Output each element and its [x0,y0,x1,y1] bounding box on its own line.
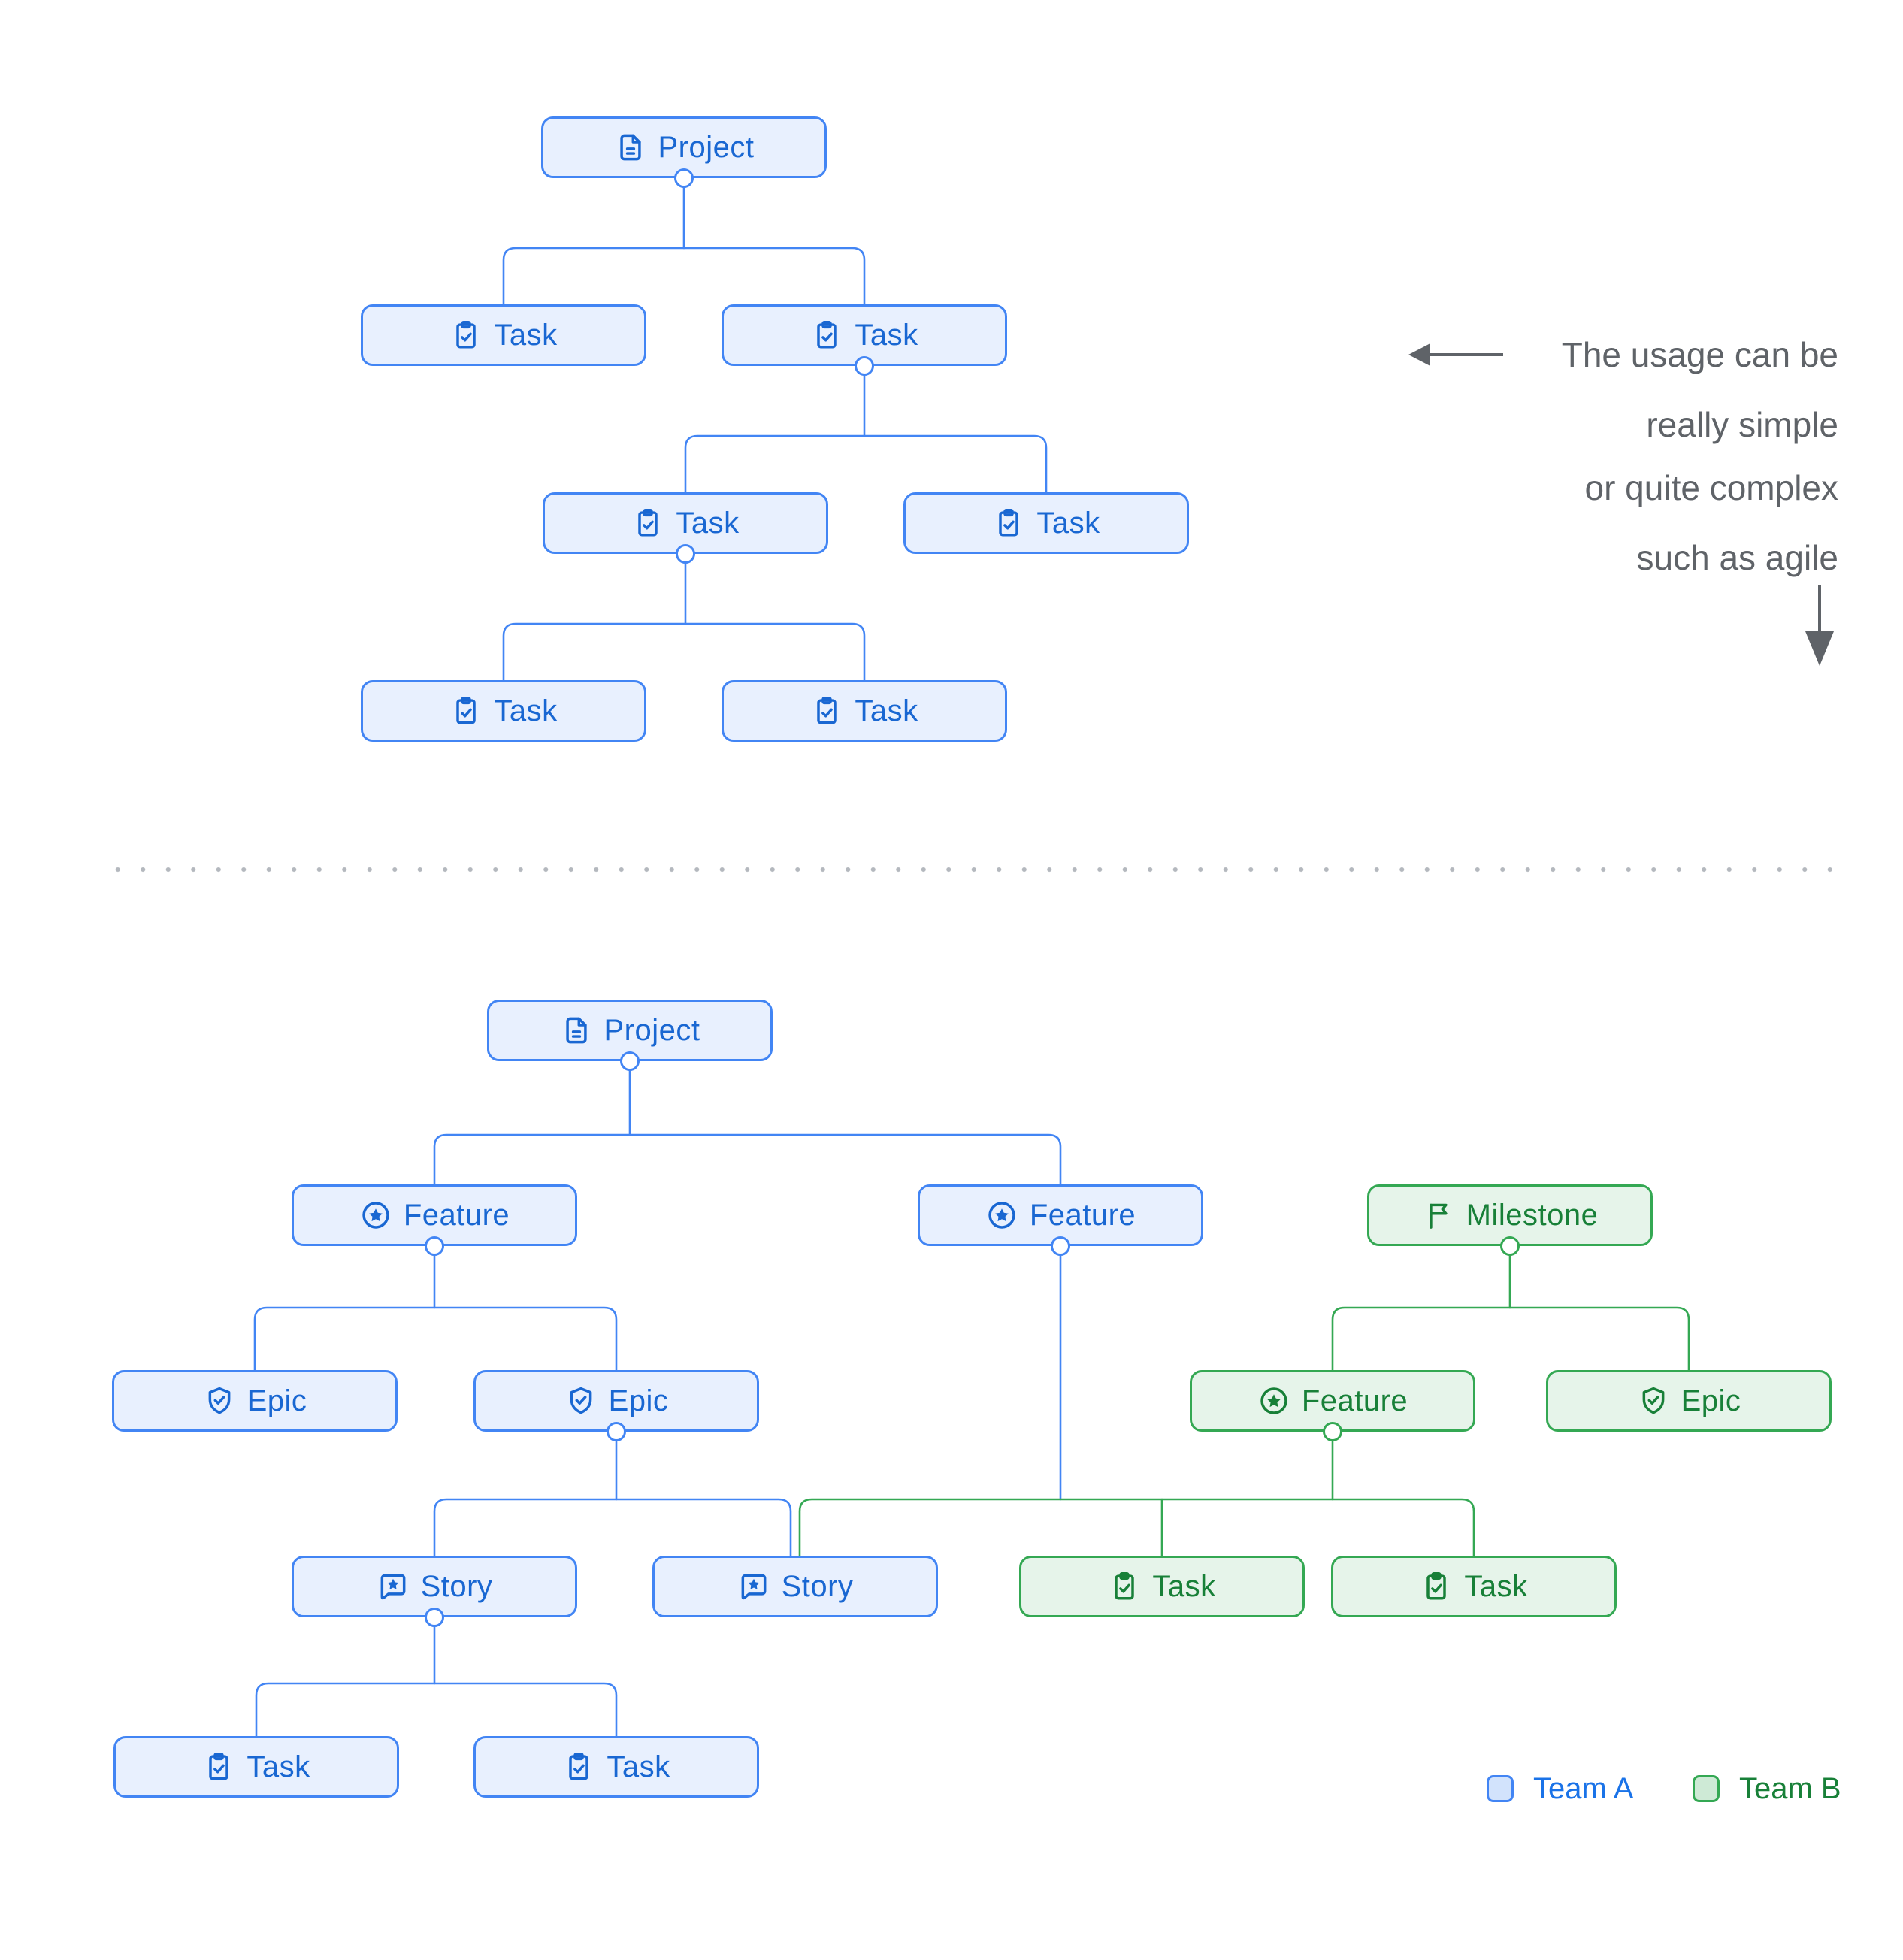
connector-port [674,168,694,188]
node-feature: Feature [292,1184,577,1246]
node-epic: Epic [1546,1370,1832,1432]
node-epic: Epic [112,1370,398,1432]
node-label: Task [1036,506,1100,540]
legend-item-team-a: Team A [1487,1771,1634,1805]
node-story: Story [292,1556,577,1617]
legend-label: Team B [1739,1771,1841,1805]
node-task: Task [1331,1556,1617,1617]
node-label: Task [494,318,558,352]
node-label: Project [658,130,755,164]
connector-port [1323,1422,1342,1441]
node-label: Project [604,1013,700,1047]
team-a-swatch [1487,1775,1514,1802]
node-feature: Feature [918,1184,1203,1246]
node-label: Task [494,694,558,727]
connector-port [607,1422,626,1441]
node-label: Task [607,1750,670,1783]
dotted-divider [105,866,1838,873]
node-task: Task [903,492,1189,554]
annotation-line: such as agile [1636,538,1839,577]
node-label: Feature [1301,1384,1408,1417]
node-label: Epic [1681,1384,1741,1417]
node-label: Task [855,318,918,352]
connector-port [1051,1236,1070,1256]
connector-lines-team-a [253,177,1062,1738]
node-label: Story [781,1569,854,1603]
connector-port [1500,1236,1520,1256]
node-label: Epic [608,1384,669,1417]
annotation-line: or quite complex [1584,468,1839,507]
annotation-line: really simple [1646,405,1838,444]
team-b-swatch [1693,1775,1720,1802]
node-task: Task [361,680,646,742]
node-label: Task [676,506,740,540]
node-task: Task [361,304,646,366]
connector-lines-team-b [798,1245,1690,1557]
connector-port [676,544,695,564]
node-task: Task [1019,1556,1305,1617]
node-task: Task [722,304,1007,366]
node-story: Story [652,1556,938,1617]
down-arrow-icon [1805,585,1834,666]
left-arrow-icon [1408,343,1503,366]
annotation-simple: The usage can be really simple [1562,320,1838,460]
node-feature: Feature [1190,1370,1475,1432]
node-task: Task [473,1736,759,1798]
node-label: Story [420,1569,493,1603]
annotation-line: The usage can be [1561,335,1838,374]
node-label: Feature [1029,1198,1136,1232]
legend-item-team-b: Team B [1693,1771,1841,1805]
node-label: Milestone [1466,1198,1599,1232]
node-label: Feature [403,1198,510,1232]
connector-port [855,356,874,376]
connector-port [425,1608,444,1627]
node-task: Task [113,1736,399,1798]
node-label: Task [1152,1569,1216,1603]
annotation-complex: or quite complex such as agile [1585,453,1839,593]
node-task: Task [722,680,1007,742]
node-label: Task [1464,1569,1528,1603]
legend-label: Team A [1533,1771,1634,1805]
node-label: Epic [247,1384,307,1417]
node-milestone: Milestone [1367,1184,1653,1246]
connector-port [425,1236,444,1256]
connector-port [620,1051,640,1071]
node-project: Project [541,116,827,178]
node-label: Task [855,694,918,727]
node-task: Task [543,492,828,554]
node-label: Task [247,1750,310,1783]
